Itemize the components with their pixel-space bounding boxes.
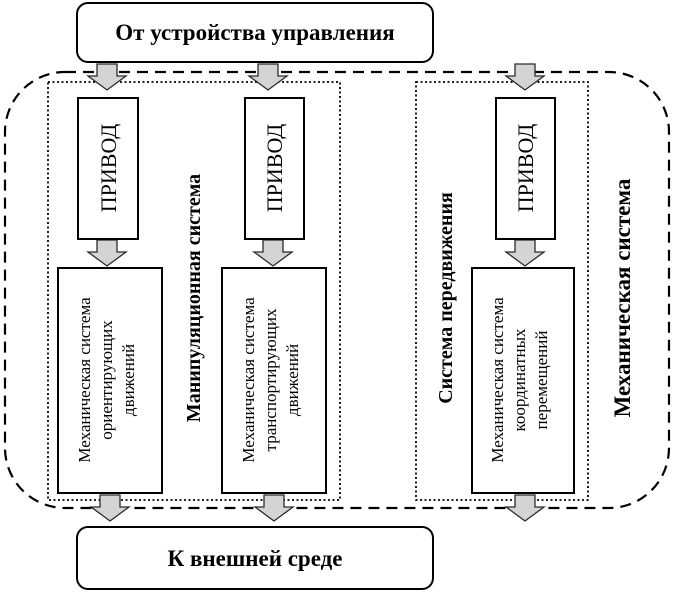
mechanical-system-boundary <box>3 70 671 510</box>
mechanism-label-line: Механическая система <box>488 297 507 463</box>
arrow-down-icon <box>248 63 288 91</box>
manipulation-system-boundary <box>47 81 341 501</box>
mechanism-label-line: Механическая система <box>239 297 258 463</box>
mechanism-label-line: Механическая система <box>75 297 94 463</box>
control-unit-block: От устройства управления <box>76 2 434 63</box>
drive-label: ПРИВОД <box>262 124 287 212</box>
mechanism-block: Механическая система ориентирующих движе… <box>57 267 163 494</box>
external-environment-label: К внешней среде <box>168 546 343 571</box>
arrow-down-icon <box>254 494 294 522</box>
locomotion-system-boundary <box>415 81 589 501</box>
drive-label: ПРИВОД <box>96 124 121 212</box>
arrow-down-icon <box>253 239 293 267</box>
mechanism-label-line: движений <box>119 344 138 416</box>
arrow-down-icon <box>90 494 130 522</box>
mechanism-label-line: координатных <box>510 328 529 432</box>
mechanism-label-line: транспортирующих <box>261 308 280 451</box>
drive-block: ПРИВОД <box>244 97 305 240</box>
mechanism-label-line: ориентирующих <box>97 320 116 440</box>
mechanism-block: Механическая система транспортирующих дв… <box>221 267 327 494</box>
arrow-down-icon <box>505 63 545 91</box>
manipulation-system-label: Манипуляционная система <box>183 174 205 422</box>
mechanism-label-line: движений <box>283 344 302 416</box>
arrow-down-icon <box>505 494 545 522</box>
mechanical-system-label: Механическая система <box>610 178 635 417</box>
drive-block: ПРИВОД <box>495 97 556 240</box>
mechanism-block: Механическая система координатных переме… <box>471 267 575 494</box>
arrow-down-icon <box>87 63 127 91</box>
mechanism-label-line: перемещений <box>532 331 551 430</box>
arrow-down-icon <box>505 239 545 267</box>
locomotion-system-label: Система передвижения <box>435 192 457 404</box>
external-environment-block: К внешней среде <box>76 526 434 590</box>
drive-block: ПРИВОД <box>77 97 139 240</box>
drive-label: ПРИВОД <box>513 124 538 212</box>
arrow-down-icon <box>87 239 127 267</box>
control-unit-label: От устройства управления <box>115 20 394 45</box>
